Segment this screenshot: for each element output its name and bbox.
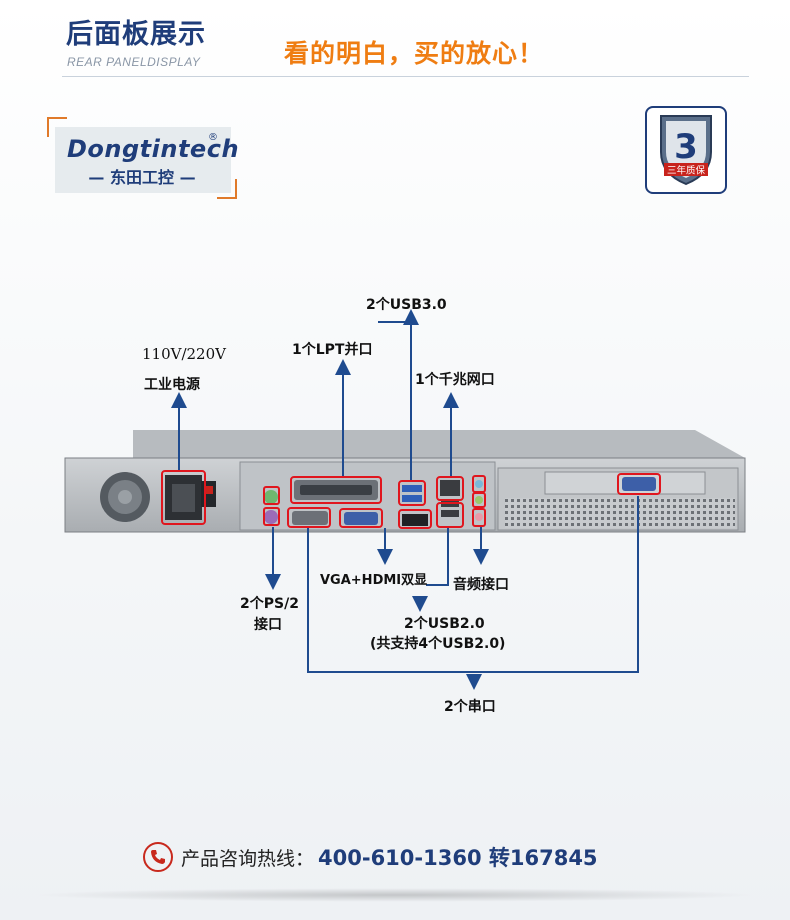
label-serial: 2个串口 [444,699,496,715]
logo-brand-en: Dongtintech [67,135,240,163]
logo-brand-cn: — 东田工控 — [88,168,196,187]
phone-icon [143,842,173,872]
registered-mark: ® [208,132,218,143]
label-ps2: 2个PS/2 [240,596,299,612]
warranty-numeral: 3 [674,127,698,167]
logo-background [55,127,231,193]
shield-icon: 3 三年质保 [660,115,712,186]
hotline-number[interactable]: 400-610-1360 转167845 [318,846,598,870]
slogan: 看的明白，买的放心！ [284,39,545,68]
label-lpt: 1个LPT并口 [292,342,373,358]
page-subtitle: REAR PANELDISPLAY [67,55,201,69]
label-power: 工业电源 [144,377,200,393]
footer-shadow [30,888,760,902]
label-audio: 音频接口 [453,577,509,593]
callout-arrows [171,309,489,690]
label-ps2-sub: 接口 [254,617,282,633]
port-highlights [161,470,661,529]
page-title: 后面板展示 [66,19,206,50]
header-divider [62,76,749,77]
logo-corner-tl [47,117,67,137]
hotline-label: 产品咨询热线： [181,847,315,870]
warranty-badge: 3 三年质保 [645,106,727,194]
hotline-bar: 产品咨询热线： 400-610-1360 转167845 [143,840,598,874]
brand-logo: Dongtintech — 东田工控 — [47,117,240,199]
power-supply [100,472,216,522]
label-gigabit-lan: 1个千兆网口 [415,372,495,388]
logo-corner-br [217,179,237,199]
label-usb20-sub: (共支持4个USB2.0) [370,636,506,652]
label-usb20: 2个USB2.0 [404,616,485,632]
io-ports [264,477,656,526]
warranty-text: 三年质保 [667,165,706,177]
label-vga-hdmi: VGA+HDMI双显 [320,573,428,588]
label-usb30: 2个USB3.0 [366,297,447,313]
label-power-voltage: 110V/220V [142,345,226,363]
